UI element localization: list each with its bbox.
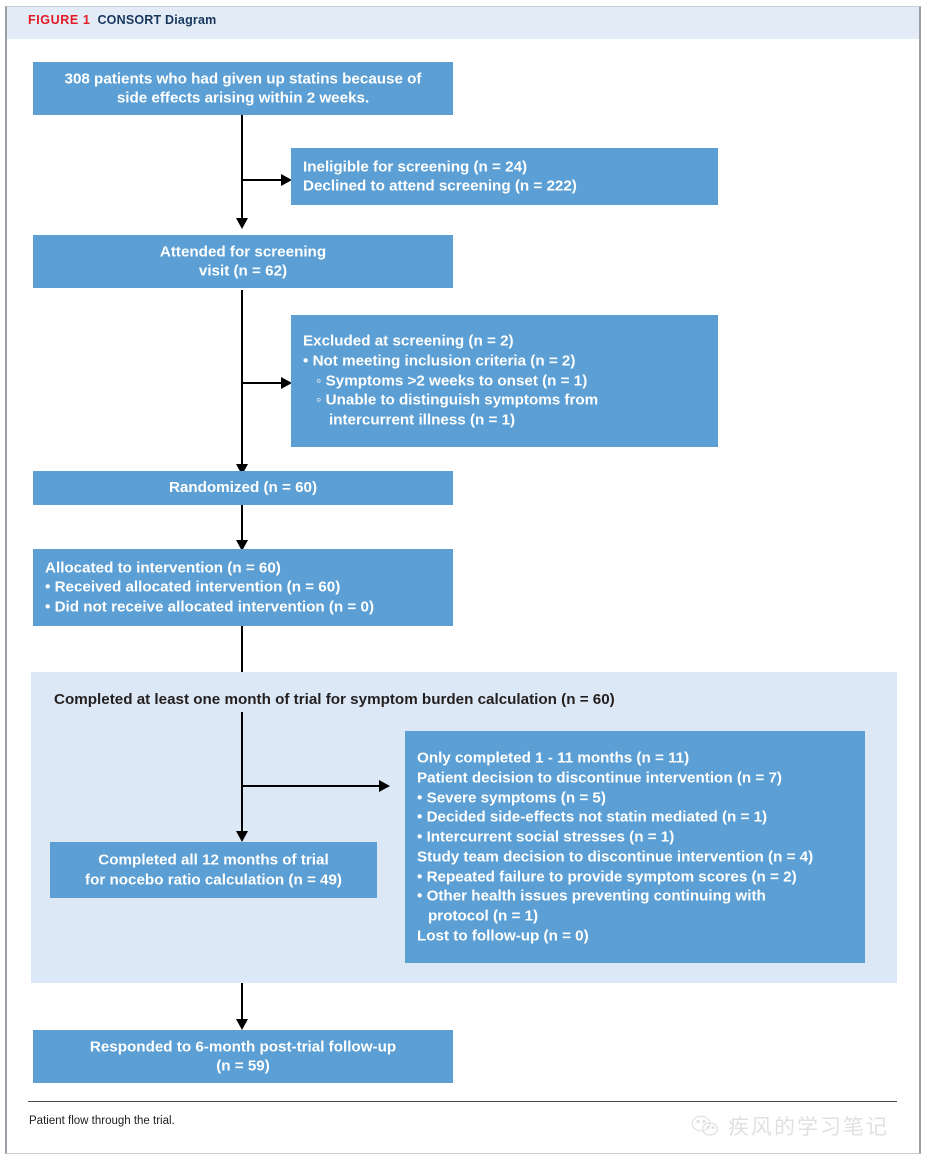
arrow-enrollment-to-screening <box>236 218 248 229</box>
arrow-screening-to-randomized <box>236 464 248 475</box>
node-enrollment-line1: 308 patients who had given up statins be… <box>64 69 422 87</box>
node-completed-12-months: Completed all 12 months of trial for noc… <box>50 842 377 898</box>
disc-line3: Study team decision to discontinue inter… <box>417 848 814 865</box>
disc-bullet3-text: Intercurrent social stresses (n = 1) <box>426 828 675 846</box>
excl-screen-sub2-text: Unable to distinguish symptoms from <box>325 391 599 409</box>
excl-screen-sub1: ◦ Symptoms >2 weeks to onset (n = 1) <box>303 371 706 391</box>
excl-screen-heading: Excluded at screening (n = 2) <box>303 332 514 350</box>
disc-line2: Patient decision to discontinue interven… <box>417 769 782 786</box>
figure-number: FIGURE 1 <box>28 13 91 27</box>
allocation-heading: Allocated to intervention (n = 60) <box>45 558 281 576</box>
completed12-line1: Completed all 12 months of trial <box>98 851 329 869</box>
attended-line2: visit (n = 62) <box>198 262 288 280</box>
connector-panel-to-completed12 <box>241 712 243 840</box>
followup-line2: (n = 59) <box>216 1057 270 1075</box>
node-randomized: Randomized (n = 60) <box>33 471 453 505</box>
arrow-panel-to-followup <box>236 1019 248 1030</box>
figure-title: CONSORT Diagram <box>97 13 217 27</box>
figure-header-band <box>7 7 919 39</box>
figure-caption: Patient flow through the trial. <box>29 1115 175 1127</box>
bullet-level1-icon-d5: • <box>417 887 423 905</box>
wechat-icon <box>690 1115 720 1137</box>
disc-line1: Only completed 1 - 11 months (n = 11) <box>417 749 690 767</box>
arrow-branch-discontinued <box>379 780 390 792</box>
connector-branch-excluded-screening <box>241 382 286 384</box>
panel-title: Completed at least one month of trial fo… <box>54 691 615 708</box>
figure-header: FIGURE 1 CONSORT Diagram <box>28 13 216 27</box>
node-enrollment-line2: side effects arising within 2 weeks. <box>116 89 370 107</box>
followup-line1: Responded to 6-month post-trial follow-u… <box>89 1037 397 1055</box>
node-allocation: Allocated to intervention (n = 60) • Rec… <box>33 549 453 626</box>
excluded-pre-line2: Declined to attend screening (n = 222) <box>303 177 577 195</box>
allocation-bullet2-text: Did not receive allocated intervention (… <box>54 598 374 616</box>
watermark-text: 疾风的学习笔记 <box>728 1115 889 1139</box>
node-followup: Responded to 6-month post-trial follow-u… <box>33 1030 453 1083</box>
bullet-level1-icon-a2: • <box>45 598 51 616</box>
arrow-branch-excluded-pre <box>281 174 292 186</box>
connector-enrollment-to-screening <box>241 115 243 227</box>
arrow-panel-to-completed12 <box>236 831 248 842</box>
node-discontinued: Only completed 1 - 11 months (n = 11) Pa… <box>405 731 865 963</box>
disc-bullet4: • Repeated failure to provide symptom sc… <box>417 867 853 887</box>
node-excluded-pre-screening: Ineligible for screening (n = 24) Declin… <box>291 148 718 205</box>
bullet-level1-icon-d2: • <box>417 808 423 826</box>
disc-bullet1-text: Severe symptoms (n = 5) <box>426 788 606 806</box>
disc-bullet2-text: Decided side-effects not statin mediated… <box>426 808 768 826</box>
disc-bullet2: • Decided side-effects not statin mediat… <box>417 808 853 828</box>
excluded-pre-line1: Ineligible for screening (n = 24) <box>303 157 528 175</box>
bullet-level1-icon: • <box>303 352 309 370</box>
connector-branch-discontinued <box>241 785 384 787</box>
allocation-bullet1: • Received allocated intervention (n = 6… <box>45 578 441 598</box>
connector-randomized-to-allocation <box>241 505 243 549</box>
disc-line4: Lost to follow-up (n = 0) <box>417 927 589 944</box>
allocation-bullet1-text: Received allocated intervention (n = 60) <box>54 578 341 596</box>
bullet-level2-icon-2: ◦ <box>316 391 322 409</box>
footer-divider <box>28 1101 897 1102</box>
connector-branch-excluded-pre <box>241 179 286 181</box>
randomized-line1: Randomized (n = 60) <box>168 479 318 497</box>
disc-bullet1: • Severe symptoms (n = 5) <box>417 788 853 808</box>
watermark: 疾风的学习笔记 <box>690 1106 916 1146</box>
bullet-level1-icon-d3: • <box>417 828 423 846</box>
disc-bullet5-cont: protocol (n = 1) <box>428 907 539 925</box>
bullet-level1-icon-d1: • <box>417 788 423 806</box>
allocation-bullet2: • Did not receive allocated intervention… <box>45 597 441 617</box>
completed12-line2: for nocebo ratio calculation (n = 49) <box>85 871 342 888</box>
excl-screen-bullet1-text: Not meeting inclusion criteria (n = 2) <box>312 352 576 370</box>
node-attended-screening: Attended for screening visit (n = 62) <box>33 235 453 288</box>
bullet-level2-icon: ◦ <box>316 372 322 390</box>
bullet-level1-icon-d4: • <box>417 867 423 885</box>
arrow-branch-excluded-screening <box>281 377 292 389</box>
connector-panel-to-followup <box>241 983 243 1028</box>
disc-bullet5-text: Other health issues preventing continuin… <box>426 887 766 905</box>
excl-screen-bullet1: • Not meeting inclusion criteria (n = 2) <box>303 351 706 371</box>
bullet-level1-icon-a1: • <box>45 578 51 596</box>
disc-bullet5: • Other health issues preventing continu… <box>417 887 853 907</box>
excl-screen-sub2-cont: intercurrent illness (n = 1) <box>329 411 516 429</box>
node-excluded-at-screening: Excluded at screening (n = 2) • Not meet… <box>291 315 718 447</box>
node-enrollment: 308 patients who had given up statins be… <box>33 62 453 115</box>
attended-line1: Attended for screening <box>159 242 327 260</box>
arrow-randomized-to-allocation <box>236 540 248 551</box>
excl-screen-sub2: ◦ Unable to distinguish symptoms from <box>303 391 706 411</box>
excl-screen-sub1-text: Symptoms >2 weeks to onset (n = 1) <box>325 372 588 390</box>
disc-bullet4-text: Repeated failure to provide symptom scor… <box>426 867 797 885</box>
connector-allocation-to-panel <box>241 626 243 682</box>
disc-bullet3: • Intercurrent social stresses (n = 1) <box>417 827 853 847</box>
